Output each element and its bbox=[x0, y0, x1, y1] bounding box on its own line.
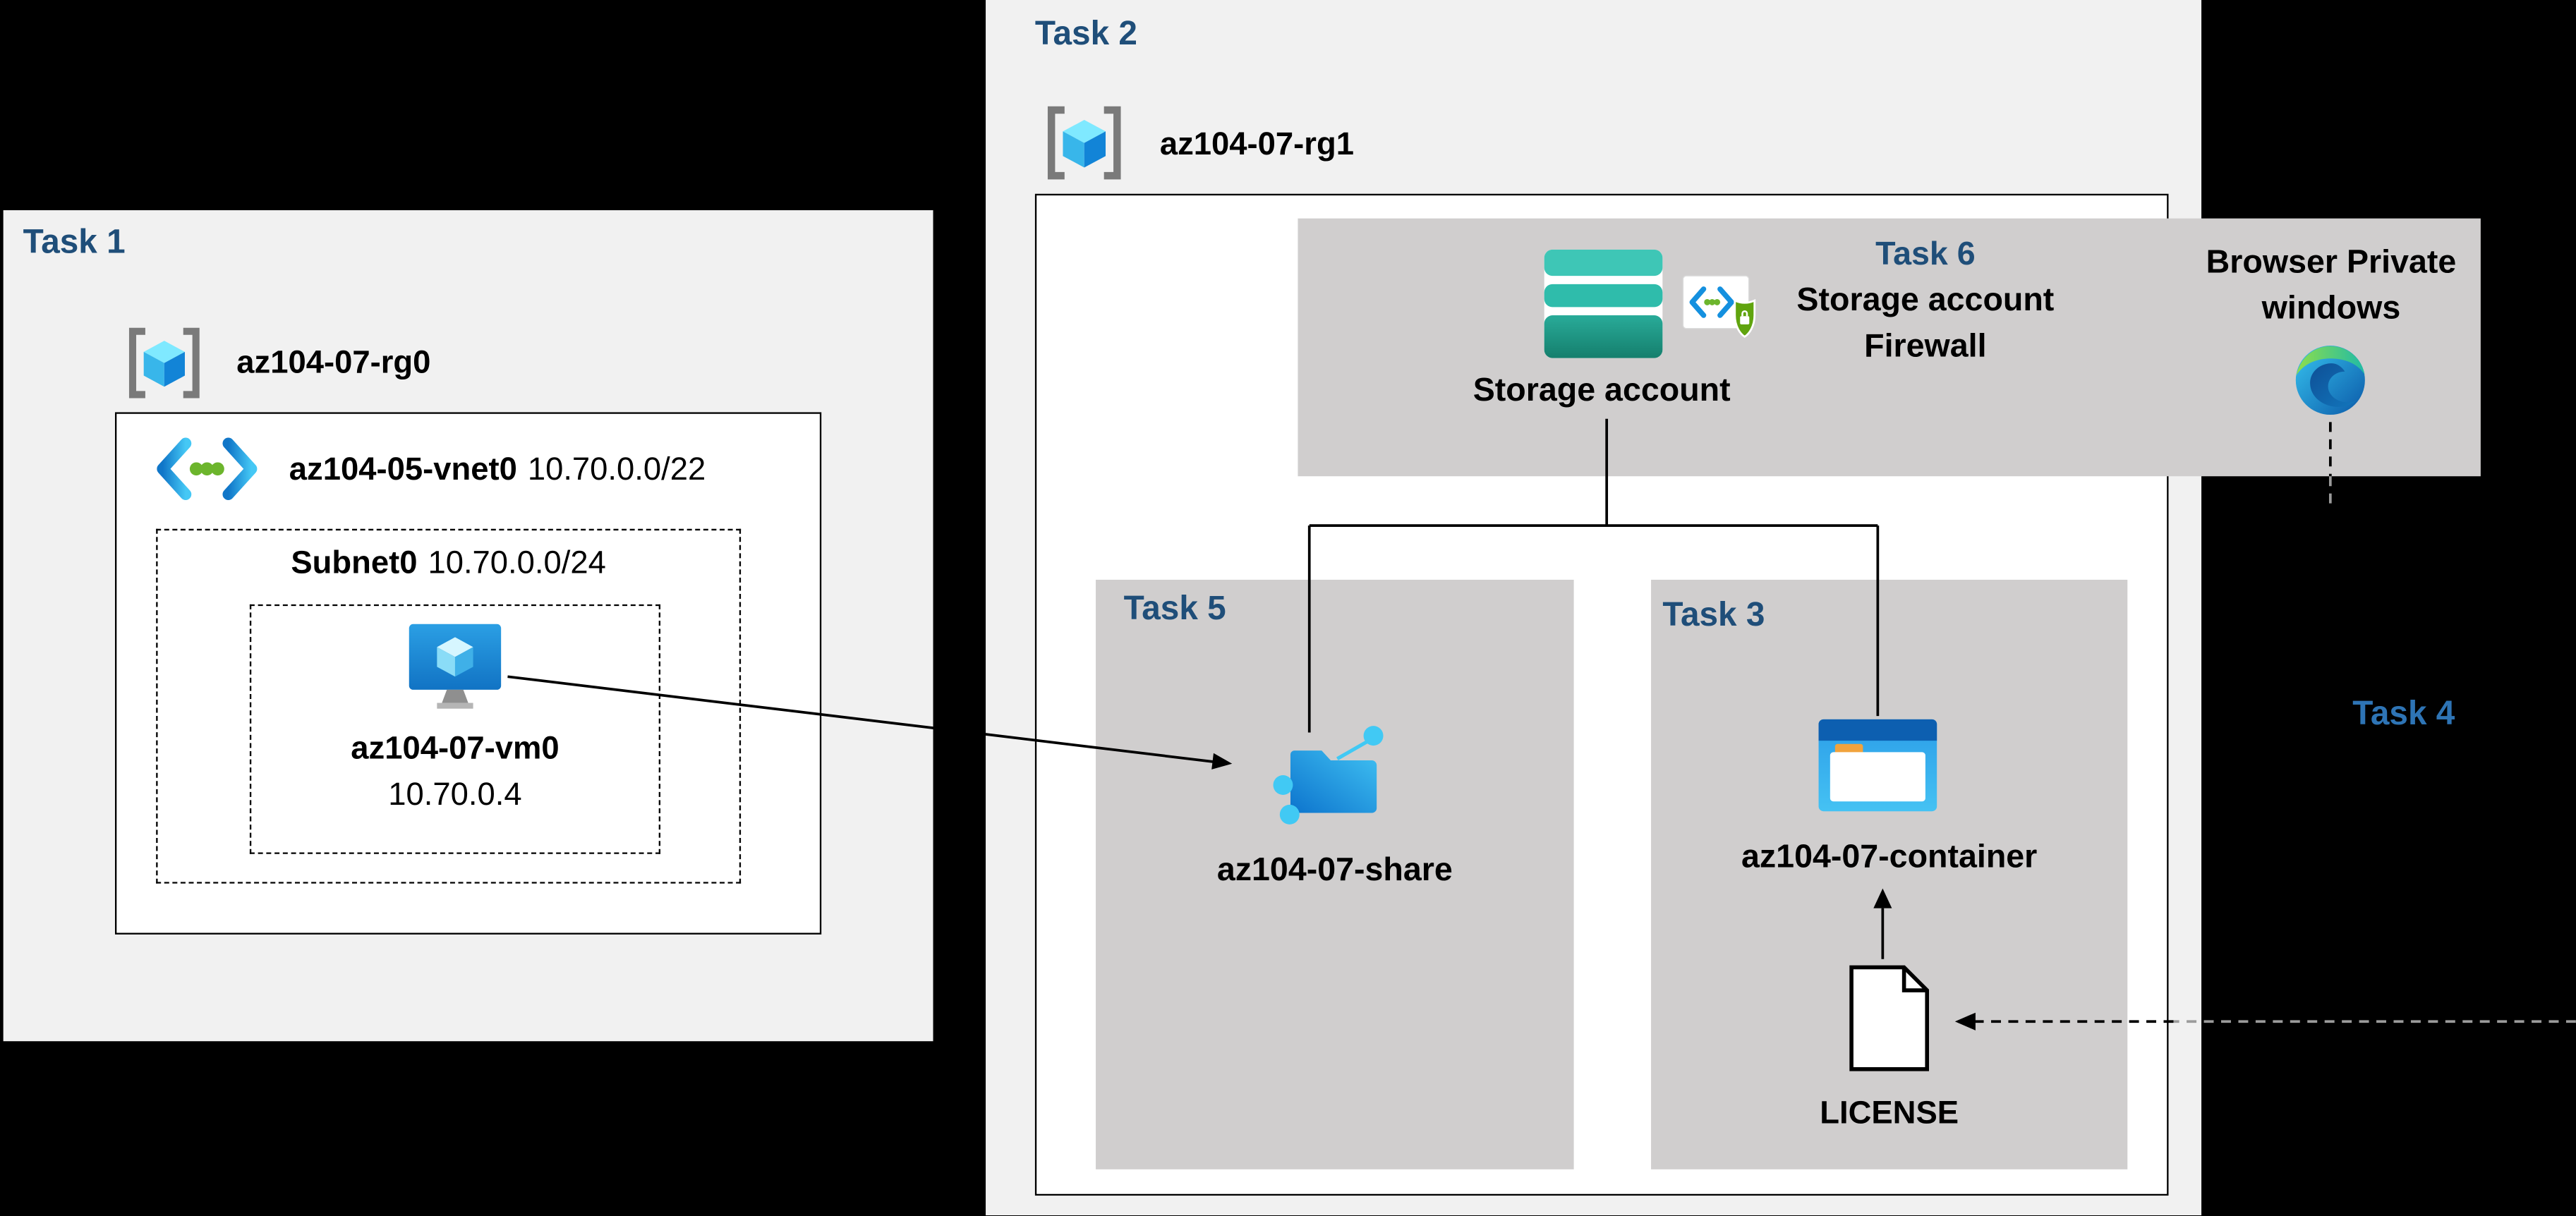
vnet-label: az104-05-vnet0 10.70.0.0/22 bbox=[289, 450, 706, 490]
subnet-name: Subnet0 bbox=[291, 545, 418, 582]
edge-browser-icon bbox=[2292, 341, 2369, 418]
browser-label-line2: windows bbox=[2261, 291, 2401, 327]
subnet-cidr: 10.70.0.0/24 bbox=[428, 545, 606, 582]
storage-account-label: Storage account bbox=[1473, 372, 1731, 409]
task6-title-line2: Firewall bbox=[1864, 328, 1987, 365]
storage-account-icon bbox=[1541, 243, 1666, 365]
container-name-label: az104-07-container bbox=[1741, 839, 2038, 876]
task4-label: Task 4 bbox=[2352, 694, 2455, 733]
license-label: LICENSE bbox=[1820, 1095, 1959, 1132]
rg1-label: az104-07-rg1 bbox=[1159, 126, 1354, 163]
license-document-icon bbox=[1846, 962, 1932, 1074]
share-name-label: az104-07-share bbox=[1216, 852, 1453, 889]
task6-label: Task 6 bbox=[1875, 236, 1976, 273]
task6-title-block: Task 6 Storage account Firewall bbox=[1770, 231, 2081, 370]
task6-band bbox=[1298, 218, 2481, 477]
vm-ip-label: 10.70.0.4 bbox=[388, 777, 522, 813]
file-share-icon bbox=[1269, 716, 1397, 831]
task1-label: Task 1 bbox=[23, 223, 126, 262]
vnet-name: az104-05-vnet0 bbox=[289, 451, 517, 488]
subnet-label: Subnet0 10.70.0.0/24 bbox=[156, 544, 741, 583]
browser-private-windows-block: Browser Private windows bbox=[2188, 240, 2474, 332]
resource-group-icon bbox=[121, 320, 207, 406]
virtual-machine-icon bbox=[406, 621, 504, 712]
rg0-label: az104-07-rg0 bbox=[236, 344, 431, 382]
task5-label: Task 5 bbox=[1123, 589, 1226, 628]
vm-name-label: az104-07-vm0 bbox=[351, 731, 560, 767]
browser-label-line1: Browser Private bbox=[2206, 244, 2457, 281]
task3-label: Task 3 bbox=[1662, 596, 1765, 634]
vnet-cidr: 10.70.0.0/22 bbox=[527, 451, 706, 488]
task6-title-line1: Storage account bbox=[1796, 282, 2055, 319]
storage-firewall-icon bbox=[1682, 268, 1761, 340]
task2-label: Task 2 bbox=[1034, 14, 1137, 53]
resource-group-icon bbox=[1040, 99, 1129, 188]
blob-container-icon bbox=[1817, 718, 1938, 813]
virtual-network-icon bbox=[151, 432, 262, 506]
